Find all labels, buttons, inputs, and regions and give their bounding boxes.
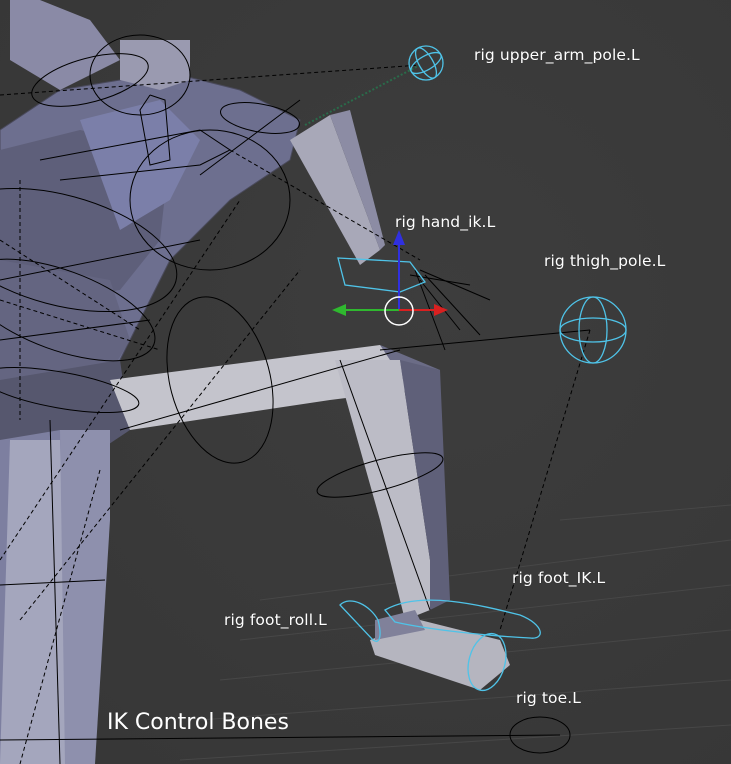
- armature-wire: [0, 34, 591, 764]
- thigh-pole-bone[interactable]: [559, 296, 627, 364]
- upper-arm-mesh[interactable]: [290, 115, 380, 265]
- label-hand-ik: rig hand_ik.L: [395, 213, 496, 231]
- upper-arm-shadow: [330, 110, 385, 250]
- label-thigh-pole: rig thigh_pole.L: [544, 252, 666, 270]
- label-upper-arm-pole: rig upper_arm_pole.L: [474, 46, 640, 64]
- x-axis-arrow-icon[interactable]: [434, 304, 448, 316]
- foot-shadow: [375, 610, 425, 640]
- hip-mesh[interactable]: [0, 360, 130, 450]
- y-axis-arrow-icon[interactable]: [332, 304, 346, 316]
- upper-arm-pole-bone[interactable]: [408, 45, 444, 81]
- gizmo-center-icon[interactable]: [384, 296, 414, 326]
- toe-bone[interactable]: [462, 629, 512, 694]
- neck-mesh[interactable]: [10, 0, 120, 90]
- label-foot-ik: rig foot_IK.L: [512, 569, 606, 587]
- foot-mesh[interactable]: [370, 620, 510, 690]
- label-toe: rig toe.L: [516, 689, 582, 707]
- front-leg-mesh[interactable]: [110, 345, 510, 690]
- chest-highlight: [80, 100, 200, 230]
- z-axis-arrow-icon[interactable]: [393, 230, 405, 245]
- label-foot-roll: rig foot_roll.L: [224, 611, 327, 629]
- foot-ik-bone[interactable]: [384, 599, 541, 639]
- viewport-caption: IK Control Bones: [107, 710, 289, 735]
- arm-pole-target-line: [304, 64, 421, 126]
- shin-shadow: [400, 360, 450, 610]
- back-leg-front-mesh[interactable]: [60, 430, 110, 764]
- thigh-mesh[interactable]: [110, 345, 410, 430]
- transform-gizmo[interactable]: [332, 230, 448, 326]
- foot-roll-bone[interactable]: [339, 600, 381, 642]
- shoulder-mesh[interactable]: [120, 40, 190, 90]
